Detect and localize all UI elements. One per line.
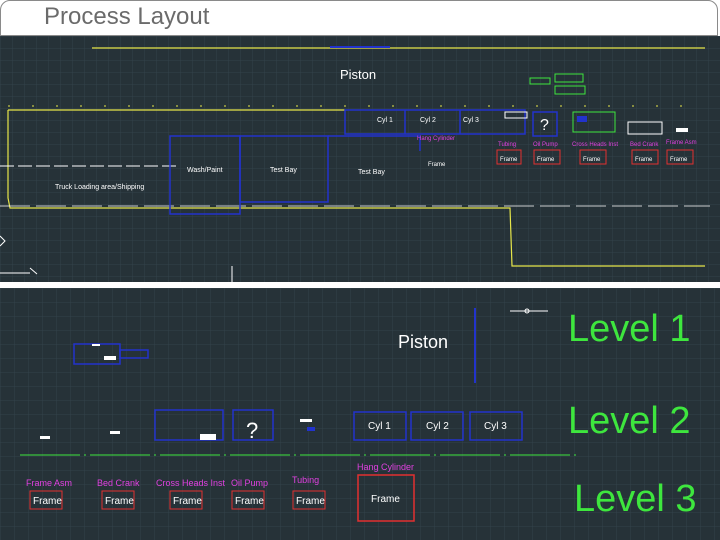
bottom-station-oil-pump: Oil Pump xyxy=(231,478,268,488)
top-frame-oil-pump: Frame xyxy=(537,157,555,163)
bottom-frame-cross-heads: Frame xyxy=(173,496,202,507)
hang-cylinder-frame-box xyxy=(357,474,415,522)
bottom-cad-panel: Piston ? Cyl 1 Cyl 2 Cyl 3 Hang Cylinder… xyxy=(0,288,720,540)
bottom-frame-frame-asm: Frame xyxy=(33,496,62,507)
level-2-label: Level 2 xyxy=(568,400,691,442)
bottom-frame-oil-pump: Frame xyxy=(235,496,264,507)
wash-paint-label: Wash/Paint xyxy=(187,167,223,174)
top-frame-frame-asm: Frame xyxy=(670,157,688,163)
top-station-oil-pump: Oil Pump xyxy=(533,142,558,148)
level-3-label: Level 3 xyxy=(574,478,697,520)
bottom-station-bed-crank: Bed Crank xyxy=(97,478,140,488)
bottom-station-frame-asm: Frame Asm xyxy=(26,478,72,488)
bottom-cyl-3-label: Cyl 3 xyxy=(484,421,507,432)
building-wall-outline xyxy=(7,110,705,267)
bottom-frame-hang-cylinder: Frame xyxy=(371,494,400,505)
top-question-mark: ? xyxy=(540,117,549,134)
bottom-question-mark: ? xyxy=(246,418,258,443)
cylinder-bay xyxy=(344,109,526,135)
cyl-2-box xyxy=(410,411,464,441)
top-cad-panel: Piston Cyl 1 Cyl 2 Cyl 3 Hang Cylinder F… xyxy=(0,36,720,282)
cross-heads-station xyxy=(154,409,224,441)
test-bay-1-label: Test Bay xyxy=(270,167,297,174)
page-title: Process Layout xyxy=(44,3,210,30)
bottom-piston-label: Piston xyxy=(398,332,448,352)
unknown-station-box xyxy=(532,111,558,137)
bottom-station-tubing: Tubing xyxy=(292,475,319,485)
unknown-station-box-bottom xyxy=(232,409,274,441)
level-1-label: Level 1 xyxy=(568,308,691,350)
top-cyl-3-label: Cyl 3 xyxy=(463,117,479,124)
test-bay-2-label: Test Bay xyxy=(358,169,385,176)
truck-loading-label: Truck Loading area/Shipping xyxy=(55,184,144,191)
top-hang-cylinder-label: Hang Cylinder xyxy=(417,136,455,142)
bottom-cad-drawing: Piston ? Cyl 1 Cyl 2 Cyl 3 Hang Cylinder… xyxy=(0,288,720,540)
top-cad-drawing: Piston Cyl 1 Cyl 2 Cyl 3 Hang Cylinder F… xyxy=(0,36,720,282)
title-frame xyxy=(0,0,718,36)
top-station-tubing: Tubing xyxy=(498,142,516,148)
cross-heads-machine xyxy=(572,111,616,133)
bottom-frame-tubing: Frame xyxy=(296,496,325,507)
top-cyl-2-label: Cyl 2 xyxy=(420,117,436,124)
bottom-cyl-1-label: Cyl 1 xyxy=(368,421,391,432)
top-frame-tubing: Frame xyxy=(500,157,518,163)
bottom-station-cross-heads: Cross Heads Inst xyxy=(156,478,226,488)
top-station-cross-heads: Cross Heads Inst xyxy=(572,142,618,148)
top-frame-cross-heads: Frame xyxy=(583,157,601,163)
top-station-frame-asm: Frame Asm xyxy=(666,140,697,146)
cyl-1-box xyxy=(353,411,407,441)
top-station-bed-crank: Bed Crank xyxy=(630,142,659,148)
test-bay-room-1 xyxy=(239,135,329,203)
top-frame-label-main: Frame xyxy=(428,162,446,168)
top-piston-label: Piston xyxy=(340,67,376,82)
top-frame-bed-crank: Frame xyxy=(635,157,653,163)
bottom-cyl-2-label: Cyl 2 xyxy=(426,421,449,432)
cyl-3-box xyxy=(469,411,523,441)
bottom-hang-cylinder-label: Hang Cylinder xyxy=(357,462,414,472)
top-cyl-1-label: Cyl 1 xyxy=(377,117,393,124)
bottom-frame-bed-crank: Frame xyxy=(105,496,134,507)
